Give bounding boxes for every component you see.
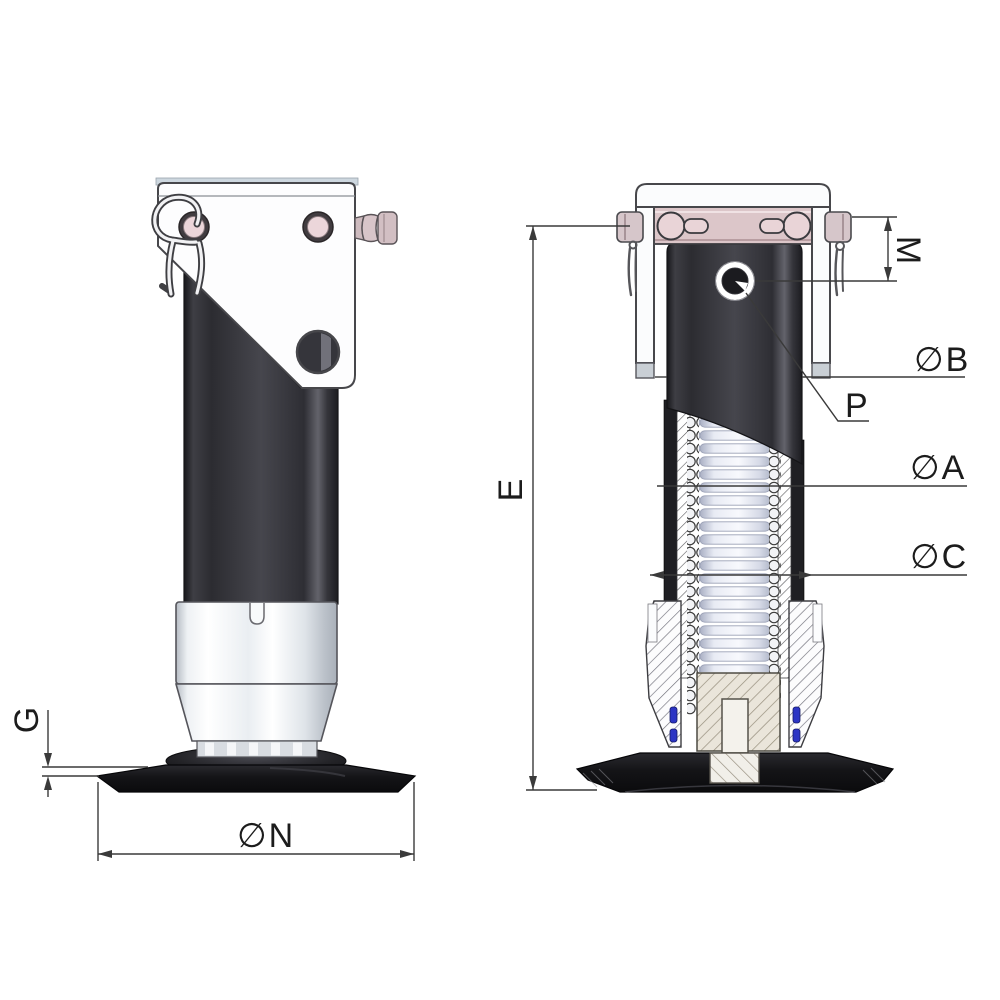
collar-taper [174, 683, 339, 742]
dimension-labels: E M G P ∅B ∅A ∅C ∅N [8, 236, 970, 855]
coil-wire-right [769, 413, 781, 706]
label-dia-b: ∅B [914, 341, 970, 379]
bracket-foot-right [811, 362, 831, 379]
dimension-g [42, 710, 148, 797]
pivot-block [649, 206, 819, 245]
spring-section [687, 409, 781, 715]
right-view-section [575, 183, 895, 793]
handle-knob [354, 211, 398, 245]
collar-notch [249, 603, 265, 625]
u-bracket [635, 183, 831, 379]
coil-wire-left [687, 409, 699, 715]
label-dia-c: ∅C [910, 538, 968, 576]
seal-orings [669, 706, 801, 743]
label-m: M [889, 236, 927, 266]
label-g: G [8, 705, 46, 733]
bracket-foot-left [635, 362, 655, 379]
pivot-pin-left [656, 211, 686, 241]
pivot-pin-right [782, 211, 812, 241]
side-pin-right [824, 211, 852, 243]
clevis-pin-left [178, 211, 210, 243]
label-dia-a: ∅A [910, 449, 966, 487]
label-e: E [492, 477, 530, 502]
side-pin-left [616, 211, 644, 243]
label-p: P [845, 387, 870, 425]
left-view [95, 177, 417, 793]
dimension-m [755, 216, 897, 282]
r-clip-right-section [834, 241, 845, 297]
dimension-e [526, 225, 630, 791]
p-leader-line [745, 292, 869, 422]
r-clip-left-section [627, 240, 638, 297]
r-clip-icon [151, 193, 206, 298]
ribbed-neck [196, 740, 318, 758]
foot-stud-base [709, 752, 760, 784]
label-dia-n: ∅N [237, 817, 295, 855]
pin-hole [715, 261, 755, 301]
plate-hole [295, 329, 341, 375]
foot-stud [721, 698, 749, 754]
dimension-dia-c [650, 571, 967, 579]
base-foot [95, 764, 417, 793]
dimensions [42, 216, 967, 861]
pivot-slot-right [759, 218, 785, 234]
pivot-slot-left [683, 218, 709, 234]
dimension-dia-n [97, 782, 415, 861]
clevis-pin-right [302, 211, 334, 243]
